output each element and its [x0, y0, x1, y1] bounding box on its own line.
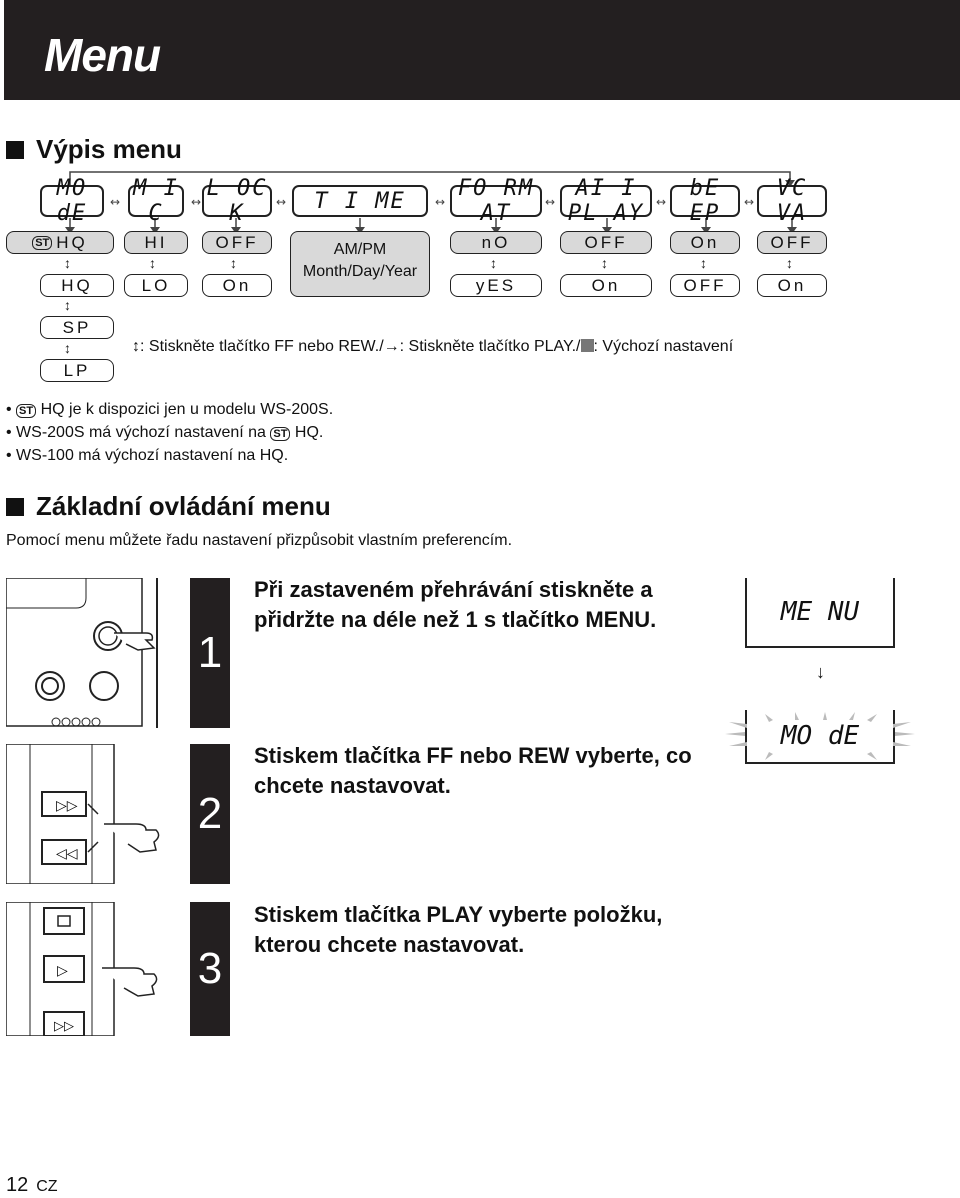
format-option-no: nO	[450, 231, 542, 254]
updown-arrow-icon: ↕	[149, 255, 156, 271]
menu-item-vcva: VC VA	[757, 176, 827, 226]
beep-option-off: OFF	[670, 274, 740, 297]
step-text-1: Při zastaveném přehrávání stiskněte a př…	[254, 577, 657, 632]
svg-text:▷: ▷	[57, 963, 68, 979]
updown-arrow-icon: ↕	[700, 255, 707, 271]
notes-list: • ST HQ je k dispozici jen u modelu WS-2…	[6, 399, 333, 467]
mode-option-sp: SP	[40, 316, 114, 339]
updown-arrow-icon: ↕	[490, 255, 497, 271]
section-heading-basic-operation: Základní ovládání menu	[6, 491, 331, 522]
recorder-buttons-drawing	[5, 577, 156, 727]
updown-arrow-icon: ↕	[786, 255, 793, 271]
allplay-option-on: On	[560, 274, 652, 297]
menu-item-mode: MO dE	[40, 176, 104, 226]
section-marker-icon	[6, 140, 24, 159]
lcd-screen-mode: MO dE	[745, 710, 895, 764]
menu-item-time: T I ME	[292, 185, 428, 217]
updown-arrow-icon: ↕	[64, 340, 71, 356]
ff-rew-buttons-drawing: ▷▷ ◁◁	[5, 743, 160, 885]
lock-option-off: OFF	[202, 231, 272, 254]
svg-text:▷▷: ▷▷	[54, 1019, 74, 1034]
note-text: HQ je k dispozici jen u modelu WS-200S.	[40, 401, 334, 418]
down-arrow-icon: ↓	[816, 662, 825, 682]
svg-text:↔: ↔	[191, 195, 201, 209]
menu-legend: ↕: Stiskněte tlačítko FF nebo REW./→: St…	[132, 338, 733, 356]
svg-text:↔: ↔	[656, 195, 666, 209]
section-intro: Pomocí menu můžete řadu nastavení přizpů…	[6, 532, 513, 549]
section-title: Základní ovládání menu	[36, 491, 331, 521]
page-footer: 12 CZ	[6, 1174, 58, 1197]
mode-option-lp: LP	[40, 359, 114, 382]
arrow-right-legend-icon: →	[383, 338, 400, 355]
note-item: • WS-200S má výchozí nastavení na ST HQ.	[6, 424, 324, 441]
svg-text:↔: ↔	[110, 195, 120, 209]
page-number: 12	[6, 1174, 29, 1196]
updown-arrow-icon: ↕	[230, 255, 237, 271]
step-number-2: 2	[190, 744, 230, 884]
note-text: HQ.	[294, 424, 324, 441]
note-text: WS-200S má výchozí nastavení na	[16, 424, 266, 441]
lcd-screen-menu: ME NU	[745, 578, 895, 648]
mode-option-hq: HQ	[40, 274, 114, 297]
arrow-updown-legend-icon: ↕	[132, 338, 140, 355]
updown-arrow-icon: ↕	[64, 255, 71, 271]
title-bar: Menu	[4, 0, 960, 100]
play-button-drawing: ▷ ▷▷	[5, 901, 158, 1037]
svg-text:↔: ↔	[435, 195, 445, 209]
time-date-format-label: Month/Day/Year	[302, 263, 418, 280]
recorder-illustration-1	[5, 577, 158, 728]
menu-connectors: ↔ ↔ ↔ ↔ ↔ ↔ ↔	[65, 171, 797, 234]
allplay-option-off: OFF	[560, 231, 652, 254]
page-title: Menu	[44, 29, 161, 81]
st-badge: ST	[16, 404, 37, 418]
step-number-1: 1	[190, 578, 230, 728]
svg-text:↔: ↔	[744, 195, 754, 209]
svg-text:▷▷: ▷▷	[56, 798, 78, 814]
menu-item-mic: M I C	[128, 176, 184, 226]
step-number-3: 3	[190, 902, 230, 1036]
section-title: Výpis menu	[36, 134, 182, 164]
mic-option-lo: LO	[124, 274, 188, 297]
svg-text:↔: ↔	[276, 195, 286, 209]
blink-rays-icon	[725, 712, 915, 760]
legend-play: : Stiskněte tlačítko PLAY./	[399, 338, 581, 355]
option-label: HQ	[56, 232, 88, 252]
lock-option-on: On	[202, 274, 272, 297]
step-text-3: Stiskem tlačítka PLAY vyberte položku, k…	[254, 902, 663, 957]
note-item: • ST HQ je k dispozici jen u modelu WS-2…	[6, 401, 334, 418]
updown-arrow-icon: ↕	[64, 297, 71, 313]
mic-option-hi: HI	[124, 231, 188, 254]
language-code: CZ	[36, 1178, 58, 1195]
svg-text:↔: ↔	[545, 195, 555, 209]
recorder-illustration-3: ▷ ▷▷	[5, 901, 172, 1037]
menu-item-format: FO RM AT	[450, 176, 542, 226]
vcva-option-on: On	[757, 274, 827, 297]
updown-arrow-icon: ↕	[601, 255, 608, 271]
legend-default: : Výchozí nastavení	[593, 338, 734, 355]
svg-text:◁◁: ◁◁	[56, 846, 78, 862]
beep-option-on: On	[670, 231, 740, 254]
recorder-illustration-2: ▷▷ ◁◁	[5, 743, 172, 885]
format-option-yes: yES	[450, 274, 542, 297]
section-heading-menu-list: Výpis menu	[6, 134, 182, 165]
time-ampm-label: AM/PM	[333, 241, 387, 258]
menu-item-lock: L OC K	[202, 176, 272, 226]
step-text-2: Stiskem tlačítka FF nebo REW vyberte, co…	[254, 743, 692, 798]
time-options-box: AM/PM Month/Day/Year	[290, 231, 430, 297]
st-badge: ST	[32, 235, 53, 250]
menu-item-beep: bE EP	[670, 176, 740, 226]
legend-ffrew: : Stiskněte tlačítko FF nebo REW./	[140, 338, 384, 355]
note-item: • WS-100 má výchozí nastavení na HQ.	[6, 447, 289, 464]
mode-option-st-hq: ST HQ	[6, 231, 114, 254]
section-marker-icon	[6, 497, 24, 516]
vcva-option-off: OFF	[757, 231, 827, 254]
menu-item-allplay: AI I PL AY	[560, 176, 652, 226]
note-text: WS-100 má výchozí nastavení na HQ.	[16, 447, 289, 464]
st-badge: ST	[270, 427, 291, 441]
default-square-icon	[580, 339, 594, 352]
